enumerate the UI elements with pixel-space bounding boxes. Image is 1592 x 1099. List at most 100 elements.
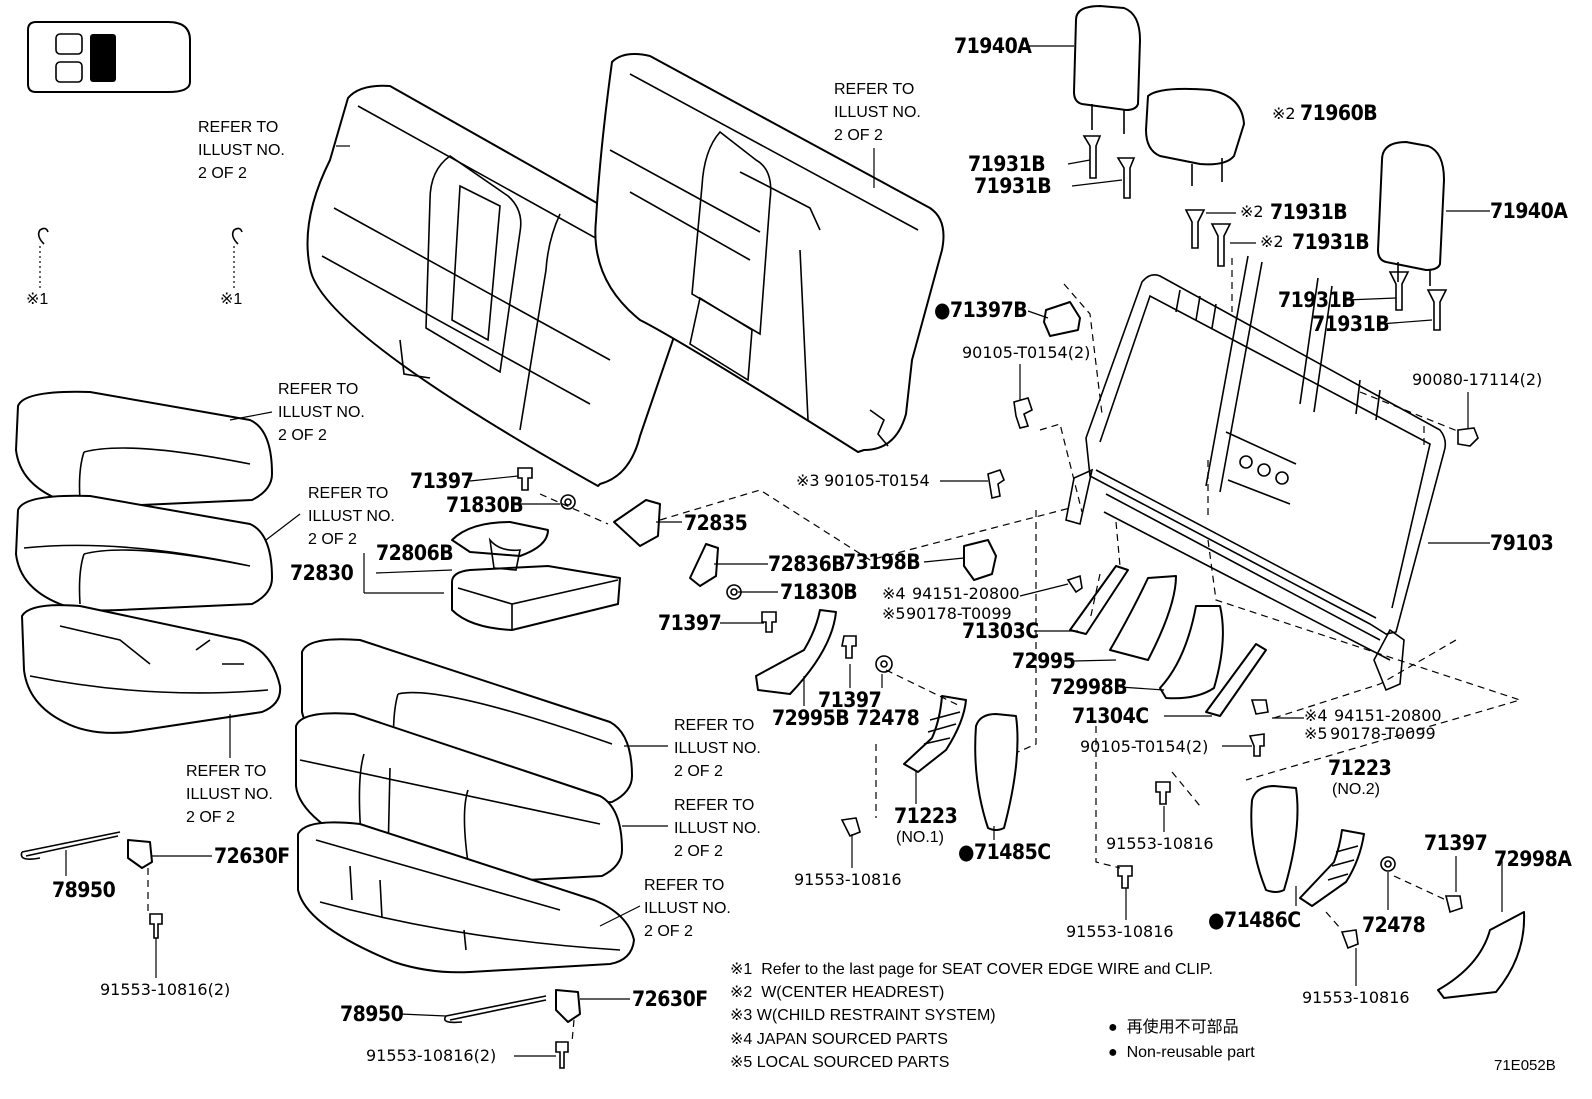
part-sublabel: (NO.1) — [896, 829, 944, 846]
footnote-text: LOCAL SOURCED PARTS — [756, 1054, 950, 1071]
nonreusable-dot: ● — [1208, 908, 1225, 932]
part-label: 71931B — [1312, 312, 1390, 336]
part-label: 72998B — [1050, 675, 1128, 699]
part-label: 71223 — [894, 804, 958, 828]
footnote-mark: ※2 — [730, 984, 753, 1001]
part-label: 71830B — [446, 493, 524, 517]
part-label: 71397 — [410, 469, 474, 493]
headrest-support-icon — [1184, 209, 1206, 249]
bolt-icon — [840, 817, 861, 838]
bolt-icon — [1444, 895, 1463, 914]
footnote-text: W(CHILD RESTRAINT SYSTEM) — [756, 1007, 996, 1024]
cover-71486C-icon — [1250, 785, 1299, 893]
bolt-icon — [1117, 865, 1133, 889]
part-label: 72995B — [772, 706, 850, 730]
footnote-1: ※1 Refer to the last page for SEAT COVER… — [730, 962, 1213, 978]
part-label: 72478 — [1362, 913, 1426, 937]
part-label: 90105-T0154 — [824, 471, 930, 490]
footnote-5: ※5 LOCAL SOURCED PARTS — [730, 1055, 949, 1071]
footnote-text: JAPAN SOURCED PARTS — [756, 1031, 948, 1048]
part-label: 72830 — [290, 561, 354, 585]
cover-72998B-icon — [1159, 605, 1224, 700]
part-label: 71397 — [1424, 831, 1488, 855]
headrest-support-icon — [1426, 289, 1448, 331]
clip-mark: ※1 — [220, 291, 243, 308]
bolt-icon — [841, 635, 857, 659]
bolt-icon — [517, 467, 533, 491]
vehicle-locator-icon — [27, 21, 191, 93]
headrest-support-icon — [1082, 135, 1102, 179]
seat-back-cover-right-icon — [594, 53, 945, 453]
bolt-icon — [761, 611, 777, 633]
bracket-72836B-icon — [689, 543, 719, 587]
part-label: 71931B — [974, 174, 1052, 198]
footnote-text: W(CENTER HEADREST) — [761, 984, 945, 1001]
refer-note-back-left: REFER TO ILLUST NO. 2 OF 2 — [198, 119, 285, 182]
part-label: 72998A — [1494, 847, 1572, 871]
footnote-mark: ※1 — [730, 961, 753, 978]
headrest-71940A-right-icon — [1377, 141, 1445, 286]
legend-item-jp: ● 再使用不可部品 — [1108, 1020, 1239, 1036]
diagram-code: 71E052B — [1494, 1057, 1556, 1074]
seat-cushion-center-stack-icon — [295, 638, 635, 974]
part-label: 71397 — [658, 611, 722, 635]
bolt-icon — [1155, 781, 1171, 805]
cover-72995B-icon — [755, 609, 837, 695]
bolt-icon — [1340, 929, 1359, 950]
part-label: 72630F — [632, 987, 708, 1011]
refer-note-cushion-top: REFER TO ILLUST NO. 2 OF 2 — [278, 381, 365, 444]
part-label: 90105-T0154(2) — [1080, 737, 1209, 756]
footnote-mark: ※5 — [730, 1054, 753, 1071]
bracket-72835-icon — [613, 499, 661, 547]
refer-note-center-bottom: REFER TO ILLUST NO. 2 OF 2 — [644, 877, 731, 940]
part-label: 91553-10816 — [1302, 988, 1410, 1007]
headrest-support-icon — [1210, 223, 1232, 267]
part-number: 71485C — [974, 840, 1051, 864]
nonreusable-dot: ● — [934, 298, 951, 322]
cover-72995-icon — [1109, 575, 1177, 661]
cover-71485C-icon — [974, 713, 1019, 831]
headrest-71960B-icon — [1145, 87, 1245, 186]
seat-cushion-left-stack-icon — [15, 390, 282, 734]
nut-icon — [1457, 427, 1479, 447]
part-label: 78950 — [52, 878, 116, 902]
part-note-mark: ※4 — [1304, 706, 1328, 725]
bolt-icon — [1248, 733, 1265, 757]
cover-71223-no1-icon — [903, 695, 967, 773]
part-label: 71940A — [1490, 199, 1568, 223]
nut-icon — [1380, 856, 1396, 872]
cover-72998A-icon — [1437, 911, 1526, 999]
part-note-mark: ※2 — [1260, 232, 1284, 251]
part-note-mark: ※3 — [796, 471, 820, 490]
nonreusable-dot: ● — [1108, 1044, 1118, 1061]
refer-note-back-right: REFER TO ILLUST NO. 2 OF 2 — [834, 81, 921, 144]
part-label: 72806B — [376, 541, 454, 565]
hook-72630F-icon — [127, 839, 153, 869]
part-number: 71397B — [950, 298, 1028, 322]
part-label: 94151-20800 — [912, 584, 1020, 603]
part-note-mark: ※5 — [882, 604, 906, 623]
part-label: 72995 — [1012, 649, 1076, 673]
part-number: 71486C — [1224, 908, 1301, 932]
bolt-icon — [1066, 574, 1083, 594]
part-label: 71960B — [1300, 101, 1378, 125]
nut-icon — [560, 494, 576, 510]
part-note-mark: ※2 — [1272, 104, 1296, 123]
bolt-icon — [149, 913, 163, 939]
legend-item-en: ● Non-reusable part — [1108, 1045, 1255, 1061]
headrest-support-icon — [1116, 157, 1136, 199]
refer-note-cushion-mid: REFER TO ILLUST NO. 2 OF 2 — [308, 485, 395, 548]
bolt-icon — [555, 1041, 569, 1069]
part-label-71486C: ●71486C — [1208, 910, 1301, 931]
refer-note-center-mid: REFER TO ILLUST NO. 2 OF 2 — [674, 797, 761, 860]
part-label: 72478 — [856, 706, 920, 730]
part-label: 72630F — [214, 844, 290, 868]
clip-icon — [231, 227, 243, 288]
part-label: 71931B — [968, 152, 1046, 176]
part-label: 91553-10816(2) — [366, 1046, 497, 1065]
nut-icon — [875, 655, 893, 673]
nonreusable-dot: ● — [958, 840, 975, 864]
refer-note-cushion-bottom: REFER TO ILLUST NO. 2 OF 2 — [186, 763, 273, 826]
leader-lines — [65, 45, 1503, 1057]
